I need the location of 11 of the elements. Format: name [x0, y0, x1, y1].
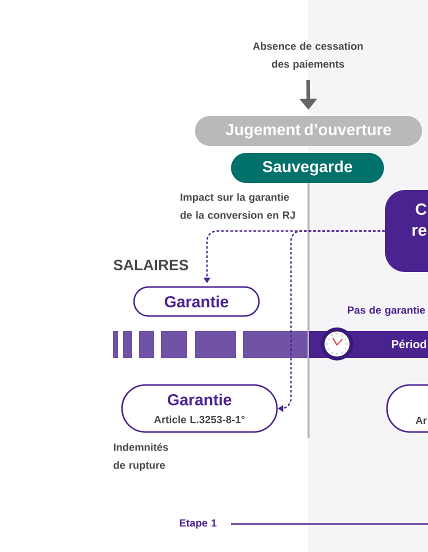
outline-pill: Garantie [133, 286, 260, 317]
note-text: Pas de garantie [348, 306, 425, 316]
procedure-box: C re [385, 190, 428, 272]
outline-pill: Garantie Article L.3253-8-1° [121, 384, 278, 433]
text-label: Absence de cessation des paiements [252, 42, 363, 70]
row-label: Indemnités de rupture [114, 443, 168, 471]
row-heading: SALAIRES [114, 260, 188, 270]
stage-pill: Jugement d’ouverture [195, 116, 422, 146]
step-label: Etape 1 [180, 519, 217, 529]
stage-pill: Sauvegarde [231, 153, 384, 183]
annotation-text: Impact sur la garantie de la conversion en RJ [180, 193, 295, 219]
